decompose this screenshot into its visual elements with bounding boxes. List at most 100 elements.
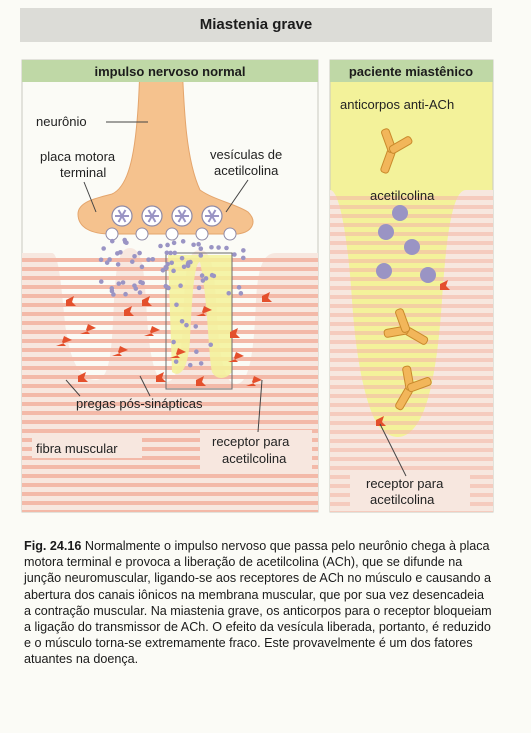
muscle-stripe — [330, 205, 493, 209]
ach-dot — [236, 285, 242, 290]
ach-dot — [226, 290, 232, 296]
ach-molecules-right — [376, 205, 436, 283]
label-folds: pregas pós-sinápticas — [76, 396, 203, 411]
ach-dot — [198, 246, 204, 251]
ach-receptor — [196, 306, 212, 316]
ach-dot — [241, 248, 246, 253]
muscle-stripe — [22, 501, 318, 505]
ach-dot — [174, 302, 179, 308]
muscle-stripe — [22, 366, 318, 370]
vesicle-spoke — [147, 209, 153, 217]
muscle-stripe — [330, 511, 493, 512]
ach-dot — [196, 241, 201, 247]
label-receptor-right-bg — [350, 474, 470, 508]
muscle-stripe — [22, 456, 318, 460]
ach-dot — [165, 261, 170, 267]
ach-receptor — [112, 346, 128, 356]
ach-dot — [232, 252, 237, 257]
vesicle-fusing — [135, 227, 149, 241]
muscle-stripe — [22, 429, 318, 433]
ach-receptor — [262, 292, 272, 302]
ach-dot — [138, 279, 143, 285]
ach-dot — [198, 361, 204, 366]
vesicle-spoke — [151, 215, 157, 223]
figure-title: Miastenia grave — [20, 8, 492, 42]
muscle-stripe — [330, 304, 493, 308]
ach-dot — [132, 253, 137, 259]
muscle-stripe — [22, 510, 318, 512]
muscle-stripe — [22, 339, 318, 343]
vesicle-spoke — [181, 215, 187, 223]
ach-dot — [129, 259, 135, 264]
muscle-stripe — [22, 384, 318, 388]
ach-dot — [199, 273, 205, 278]
label-muscle-bg — [32, 438, 142, 458]
label-receptor-left-1: receptor para — [212, 434, 290, 449]
leader-folds-2 — [139, 375, 151, 397]
ach-dot — [120, 280, 126, 285]
label-receptor-right-1: receptor para — [366, 476, 444, 491]
muscle-stripe — [22, 402, 318, 406]
muscle-stripe — [330, 412, 493, 416]
ach-dot — [194, 349, 199, 355]
vesicle-spoke — [151, 209, 157, 217]
ach-molecule — [404, 239, 420, 255]
figure-caption: Fig. 24.16 Normalmente o impulso nervoso… — [24, 538, 494, 668]
ach-dot — [122, 237, 127, 243]
ach-dot — [123, 291, 128, 297]
ach-dot — [150, 256, 156, 262]
ach-molecules-left — [98, 237, 246, 368]
ach-dot — [203, 276, 209, 281]
leader-receptor-left — [257, 379, 263, 433]
ach-dot — [146, 257, 151, 262]
synaptic-cleft — [168, 255, 232, 378]
leader-receptor-right — [379, 423, 407, 477]
ach-receptor — [66, 296, 76, 306]
muscle-stripe — [330, 466, 493, 470]
receptors-right — [376, 280, 450, 426]
label-receptor-left-bg — [200, 430, 312, 470]
ach-molecule — [392, 205, 408, 221]
ach-receptor — [124, 306, 134, 316]
right-panel: paciente miastênico anticorpos anti-ACh … — [329, 59, 494, 513]
ach-dot — [184, 322, 189, 328]
receptors-left — [56, 292, 272, 386]
vesicle-spoke — [181, 209, 187, 217]
vesicle-spoke — [121, 209, 127, 217]
muscle-stripe — [330, 322, 493, 326]
ach-dot — [187, 362, 193, 368]
muscle-stripe — [330, 223, 493, 227]
muscle-stripe — [330, 430, 493, 434]
ach-dot — [180, 239, 186, 244]
muscle-stripe — [22, 330, 318, 334]
ach-dot — [209, 272, 215, 278]
ach-dot — [118, 250, 123, 255]
ach-receptor — [78, 372, 88, 382]
ach-dot — [179, 255, 185, 261]
muscle-stripe — [330, 214, 493, 218]
ach-molecule — [420, 267, 436, 283]
muscle-stripe — [330, 403, 493, 407]
vesicle-fusing — [105, 227, 119, 241]
vesicle-spoke — [211, 215, 217, 223]
label-receptor-left-2: acetilcolina — [222, 451, 287, 466]
muscle-stripe — [330, 295, 493, 299]
ach-receptor — [246, 376, 262, 386]
muscle-stripe — [22, 492, 318, 496]
ach-dot — [158, 243, 163, 249]
ach-receptor — [230, 328, 240, 338]
zoom-frame — [165, 252, 233, 390]
ach-molecule — [376, 263, 392, 279]
vesicle-fusing — [223, 227, 237, 241]
ach-dot — [193, 324, 199, 329]
ach-dot — [165, 242, 170, 248]
vesicle-spoke — [117, 215, 123, 223]
muscle-stripe — [330, 340, 493, 344]
ach-dot — [139, 264, 145, 270]
label-vesicles-2: acetilcolina — [214, 163, 279, 178]
muscle-stripe — [330, 421, 493, 425]
muscle-stripe — [22, 312, 318, 316]
label-receptor-right-2: acetilcolina — [370, 492, 435, 507]
ach-dot — [101, 246, 106, 251]
muscle-stripe — [330, 367, 493, 371]
